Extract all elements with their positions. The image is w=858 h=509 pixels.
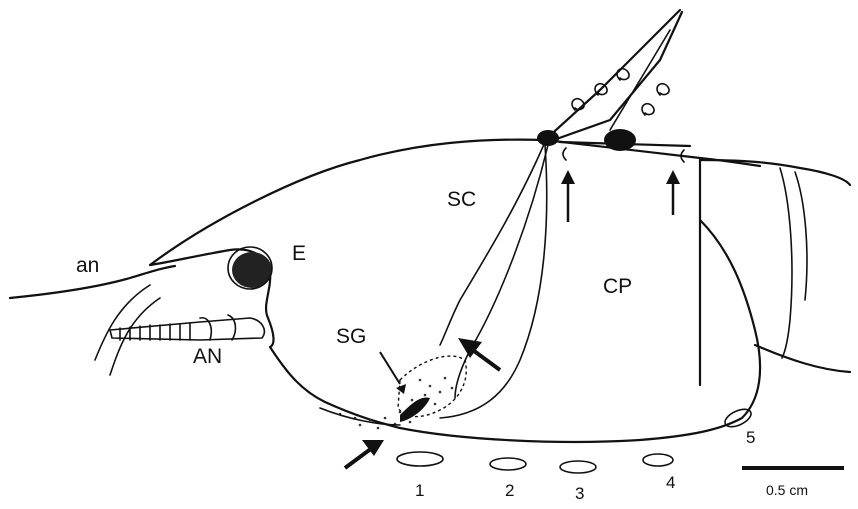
abdomen-ventral — [755, 345, 850, 372]
arrow-sg-pointer — [380, 352, 406, 394]
label-AN: AN — [193, 345, 222, 368]
label-2: 2 — [505, 481, 514, 500]
plate-5 — [722, 406, 753, 431]
plate-2 — [490, 458, 526, 470]
antennule-lower — [95, 285, 150, 360]
label-SG: SG — [336, 325, 366, 348]
plate-1 — [397, 452, 443, 466]
arrow-ventral-pointer — [345, 440, 384, 468]
label-5: 5 — [746, 428, 755, 447]
antennule-lower-2 — [110, 298, 160, 375]
label-E: E — [292, 242, 306, 265]
abdomen-dorsal — [700, 160, 850, 185]
arrow-up-left — [561, 170, 575, 222]
scale-bar-label: 0.5 cm — [766, 482, 808, 498]
label-SC: SC — [447, 188, 476, 211]
sc-channel-line — [440, 142, 545, 345]
scale-bar — [742, 466, 844, 470]
label-4: 4 — [666, 473, 675, 492]
abdomen-segment-line-1 — [780, 168, 792, 358]
sg-gland-dots — [339, 377, 454, 430]
label-1: 1 — [415, 481, 424, 500]
abdomen-segment-line-2 — [795, 172, 807, 300]
arrow-up-right — [666, 170, 680, 215]
label-an: an — [76, 254, 99, 277]
arrow-sc-pointer — [458, 338, 500, 370]
sc-channel-line-2 — [455, 145, 548, 398]
sc-inner-line — [440, 145, 547, 418]
plate-4 — [643, 454, 673, 466]
label-CP: CP — [603, 275, 632, 298]
sg-gland-core — [400, 397, 430, 422]
antenna-base — [110, 318, 264, 340]
dorsal-flagellum-1 — [545, 10, 680, 140]
antenna-joint — [200, 315, 235, 340]
plate-3 — [560, 461, 596, 473]
label-3: 3 — [575, 484, 584, 503]
dorsal-node-left — [537, 130, 559, 146]
dorsal-node-right — [604, 129, 636, 151]
